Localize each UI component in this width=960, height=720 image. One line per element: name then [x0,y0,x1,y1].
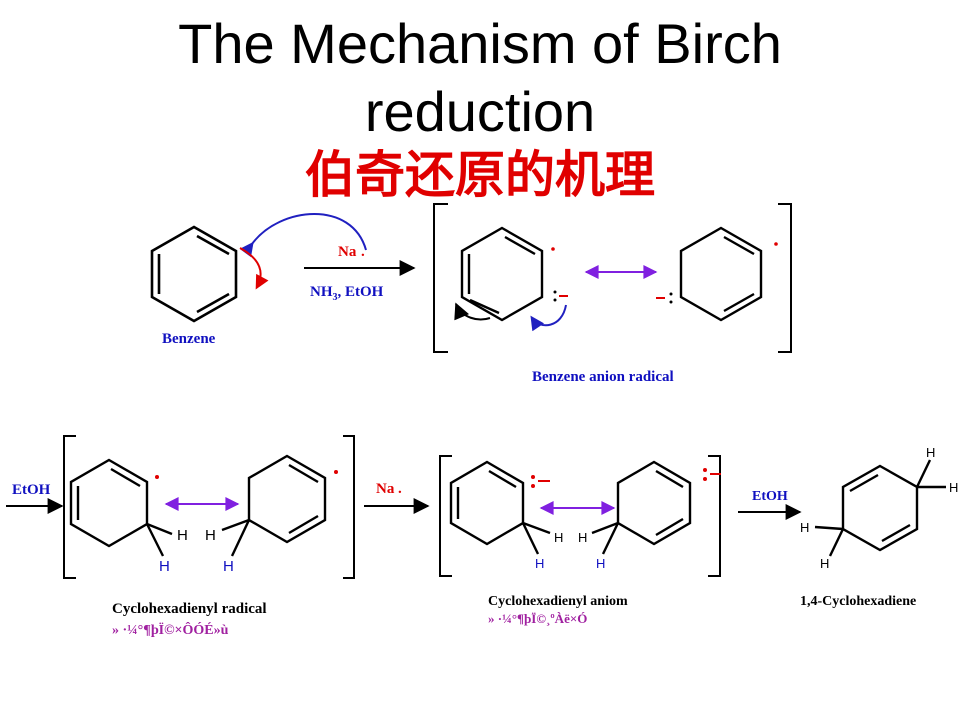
cyclohexadiene-structure [814,459,946,557]
reagent-etoh: EtOH [12,482,51,498]
h-atom: H [596,556,605,571]
blue-curved-arrow [530,304,567,332]
slide-title-chinese: 伯奇还原的机理 [305,146,655,204]
h-atom: H [554,530,563,545]
cyclohexadienyl-anion-structure-1 [449,460,551,555]
lone-pair-dot [669,292,673,296]
radical-dot [774,242,778,246]
benzene-molecule [150,225,238,323]
h-atom: H [535,556,544,571]
bracket-left [439,455,452,577]
bracket-left [63,435,76,579]
bracket-right [343,435,355,579]
cyclohexadiene-label: 1,4-Cyclohexadiene [800,594,916,609]
bracket-right [708,455,721,577]
radical-dot: . [361,244,365,260]
bracket-right [778,203,792,353]
radical-dot [155,475,159,479]
cyclohexadienyl-anion-label: Cyclohexadienyl aniom [488,594,628,609]
reagent-na: Na [338,244,357,260]
red-curved-arrow [239,247,269,290]
cyclohexadienyl-radical-label: Cyclohexadienyl radical [112,601,267,617]
h-atom: H [820,556,829,571]
lone-pair-dot [553,290,557,294]
lone-pair-dot [669,300,673,304]
cyclohexadienyl-radical-chinese-label: » ·¼°¶þÏ©×ÔÓÉ»ù [112,621,229,638]
lone-pair-dot [531,484,535,488]
radical-dot [551,247,555,251]
black-curved-arrow [454,302,491,321]
anion-radical-label: Benzene anion radical [532,369,674,385]
slide-title-line1: The Mechanism of Birch [178,12,782,75]
anion-radical-structure-2 [679,226,763,322]
anion-radical-structure-1 [460,226,544,322]
reagent-na: Na [376,481,395,497]
cyclohexadienyl-radical-structure-2 [221,454,327,557]
h-atom: H [926,445,935,460]
h-atom: H [223,558,234,575]
benzene-label: Benzene [162,331,216,347]
reagent-nh3: NH3, EtOH [310,284,384,303]
h-atom: H [159,558,170,575]
blue-curved-arrow [239,213,367,258]
slide-title-line2: reduction [364,80,596,143]
bracket-left [433,203,448,353]
h-atom: H [177,527,188,544]
cyclohexadienyl-anion-chinese-label: » ·¼°¶þÏ©¸ºÀë×Ó [488,611,587,626]
cyclohexadienyl-radical-structure-1 [69,458,173,557]
h-atom: H [205,527,216,544]
h-atom: H [949,480,958,495]
h-atom: H [800,520,809,535]
lone-pair-dot [553,298,557,302]
reagent-etoh: EtOH [752,489,788,504]
cyclohexadienyl-anion-structure-2 [591,460,692,555]
lone-pair-dot [703,477,707,481]
h-atom: H [578,530,587,545]
radical-dot: . [398,481,402,497]
radical-dot [334,470,338,474]
lone-pair-dot [703,468,707,472]
lone-pair-dot [531,475,535,479]
